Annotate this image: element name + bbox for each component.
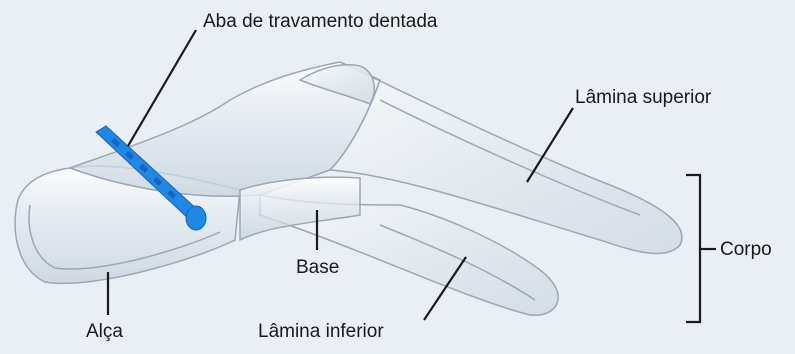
locking-tab-knob [186,206,206,230]
body-bracket [686,175,700,322]
lower-blade-label: Lâmina inferior [258,322,384,341]
base-label: Base [296,258,339,277]
handle-label: Alça [86,322,123,341]
upper-blade-label: Lâmina superior [575,88,711,107]
locking-tab-label: Aba de travamento dentada [203,12,438,31]
body-label: Corpo [720,240,772,259]
